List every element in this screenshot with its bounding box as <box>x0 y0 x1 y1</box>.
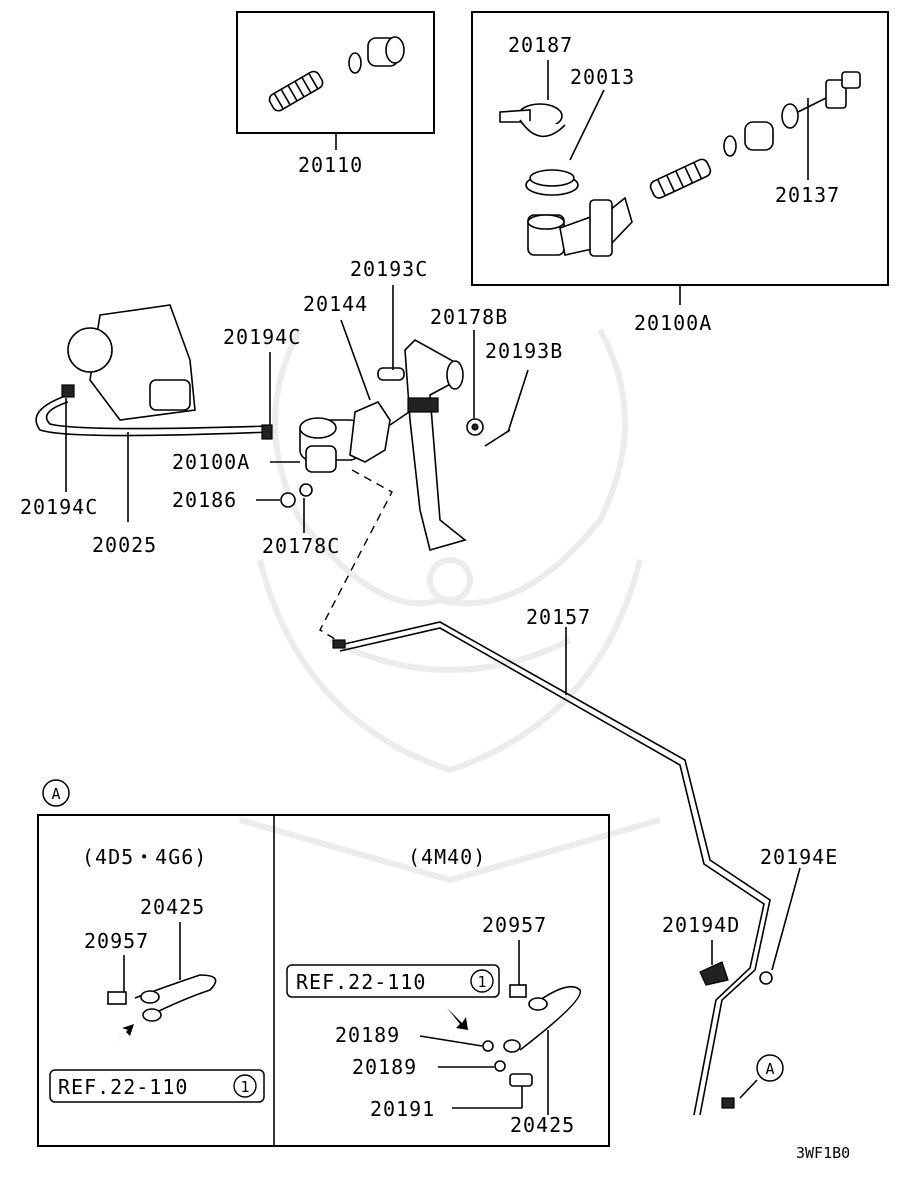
master-cylinder-assembly <box>35 285 529 643</box>
label-20191: 20191 <box>370 1097 435 1121</box>
marker-A-pipe: A <box>756 1054 784 1082</box>
label-20193B: 20193B <box>485 339 563 363</box>
ref-right: REF.22-110 <box>296 970 426 994</box>
detail-box-A <box>37 814 610 1147</box>
box-20100A <box>471 11 889 305</box>
ref-right-circle: 1 <box>477 973 486 991</box>
label-20178B: 20178B <box>430 305 508 329</box>
svg-text:A: A <box>765 1060 774 1078</box>
label-20194C-a: 20194C <box>223 325 301 349</box>
label-20187: 20187 <box>508 33 573 57</box>
label-20178C: 20178C <box>262 534 340 558</box>
label-20194E: 20194E <box>760 845 838 869</box>
clutch-pipe-20157 <box>332 621 801 1116</box>
label-20100A: 20100A <box>172 450 250 474</box>
ref-left: REF.22-110 <box>58 1075 188 1099</box>
label-20100A-top: 20100A <box>634 311 712 335</box>
label-20013: 20013 <box>570 65 635 89</box>
label-20157: 20157 <box>526 605 591 629</box>
label-20425-right: 20425 <box>510 1113 575 1137</box>
label-20189-a: 20189 <box>335 1023 400 1047</box>
corner-code: 3WF1B0 <box>796 1144 850 1162</box>
label-20025: 20025 <box>92 533 157 557</box>
label-20957-left: 20957 <box>84 929 149 953</box>
label-20425-left: 20425 <box>140 895 205 919</box>
detail-title-left: (4D5・4G6) <box>82 845 207 869</box>
label-20194C-b: 20194C <box>20 495 98 519</box>
part-labels: 20110 20187 20013 20137 20100A 20193C 20… <box>20 33 850 1162</box>
marker-A-top: A <box>42 779 70 807</box>
label-20137: 20137 <box>775 183 840 207</box>
label-20957-right: 20957 <box>482 913 547 937</box>
label-20193C: 20193C <box>350 257 428 281</box>
label-20110: 20110 <box>298 153 363 177</box>
detail-title-right: (4M40) <box>408 845 486 869</box>
label-20144: 20144 <box>303 292 368 316</box>
label-20186: 20186 <box>172 488 237 512</box>
label-20189-b: 20189 <box>352 1055 417 1079</box>
ref-left-circle: 1 <box>240 1078 249 1096</box>
svg-text:A: A <box>51 785 60 803</box>
watermark-emblem <box>239 328 661 884</box>
label-20194D: 20194D <box>662 913 740 937</box>
box-20110 <box>236 11 435 150</box>
